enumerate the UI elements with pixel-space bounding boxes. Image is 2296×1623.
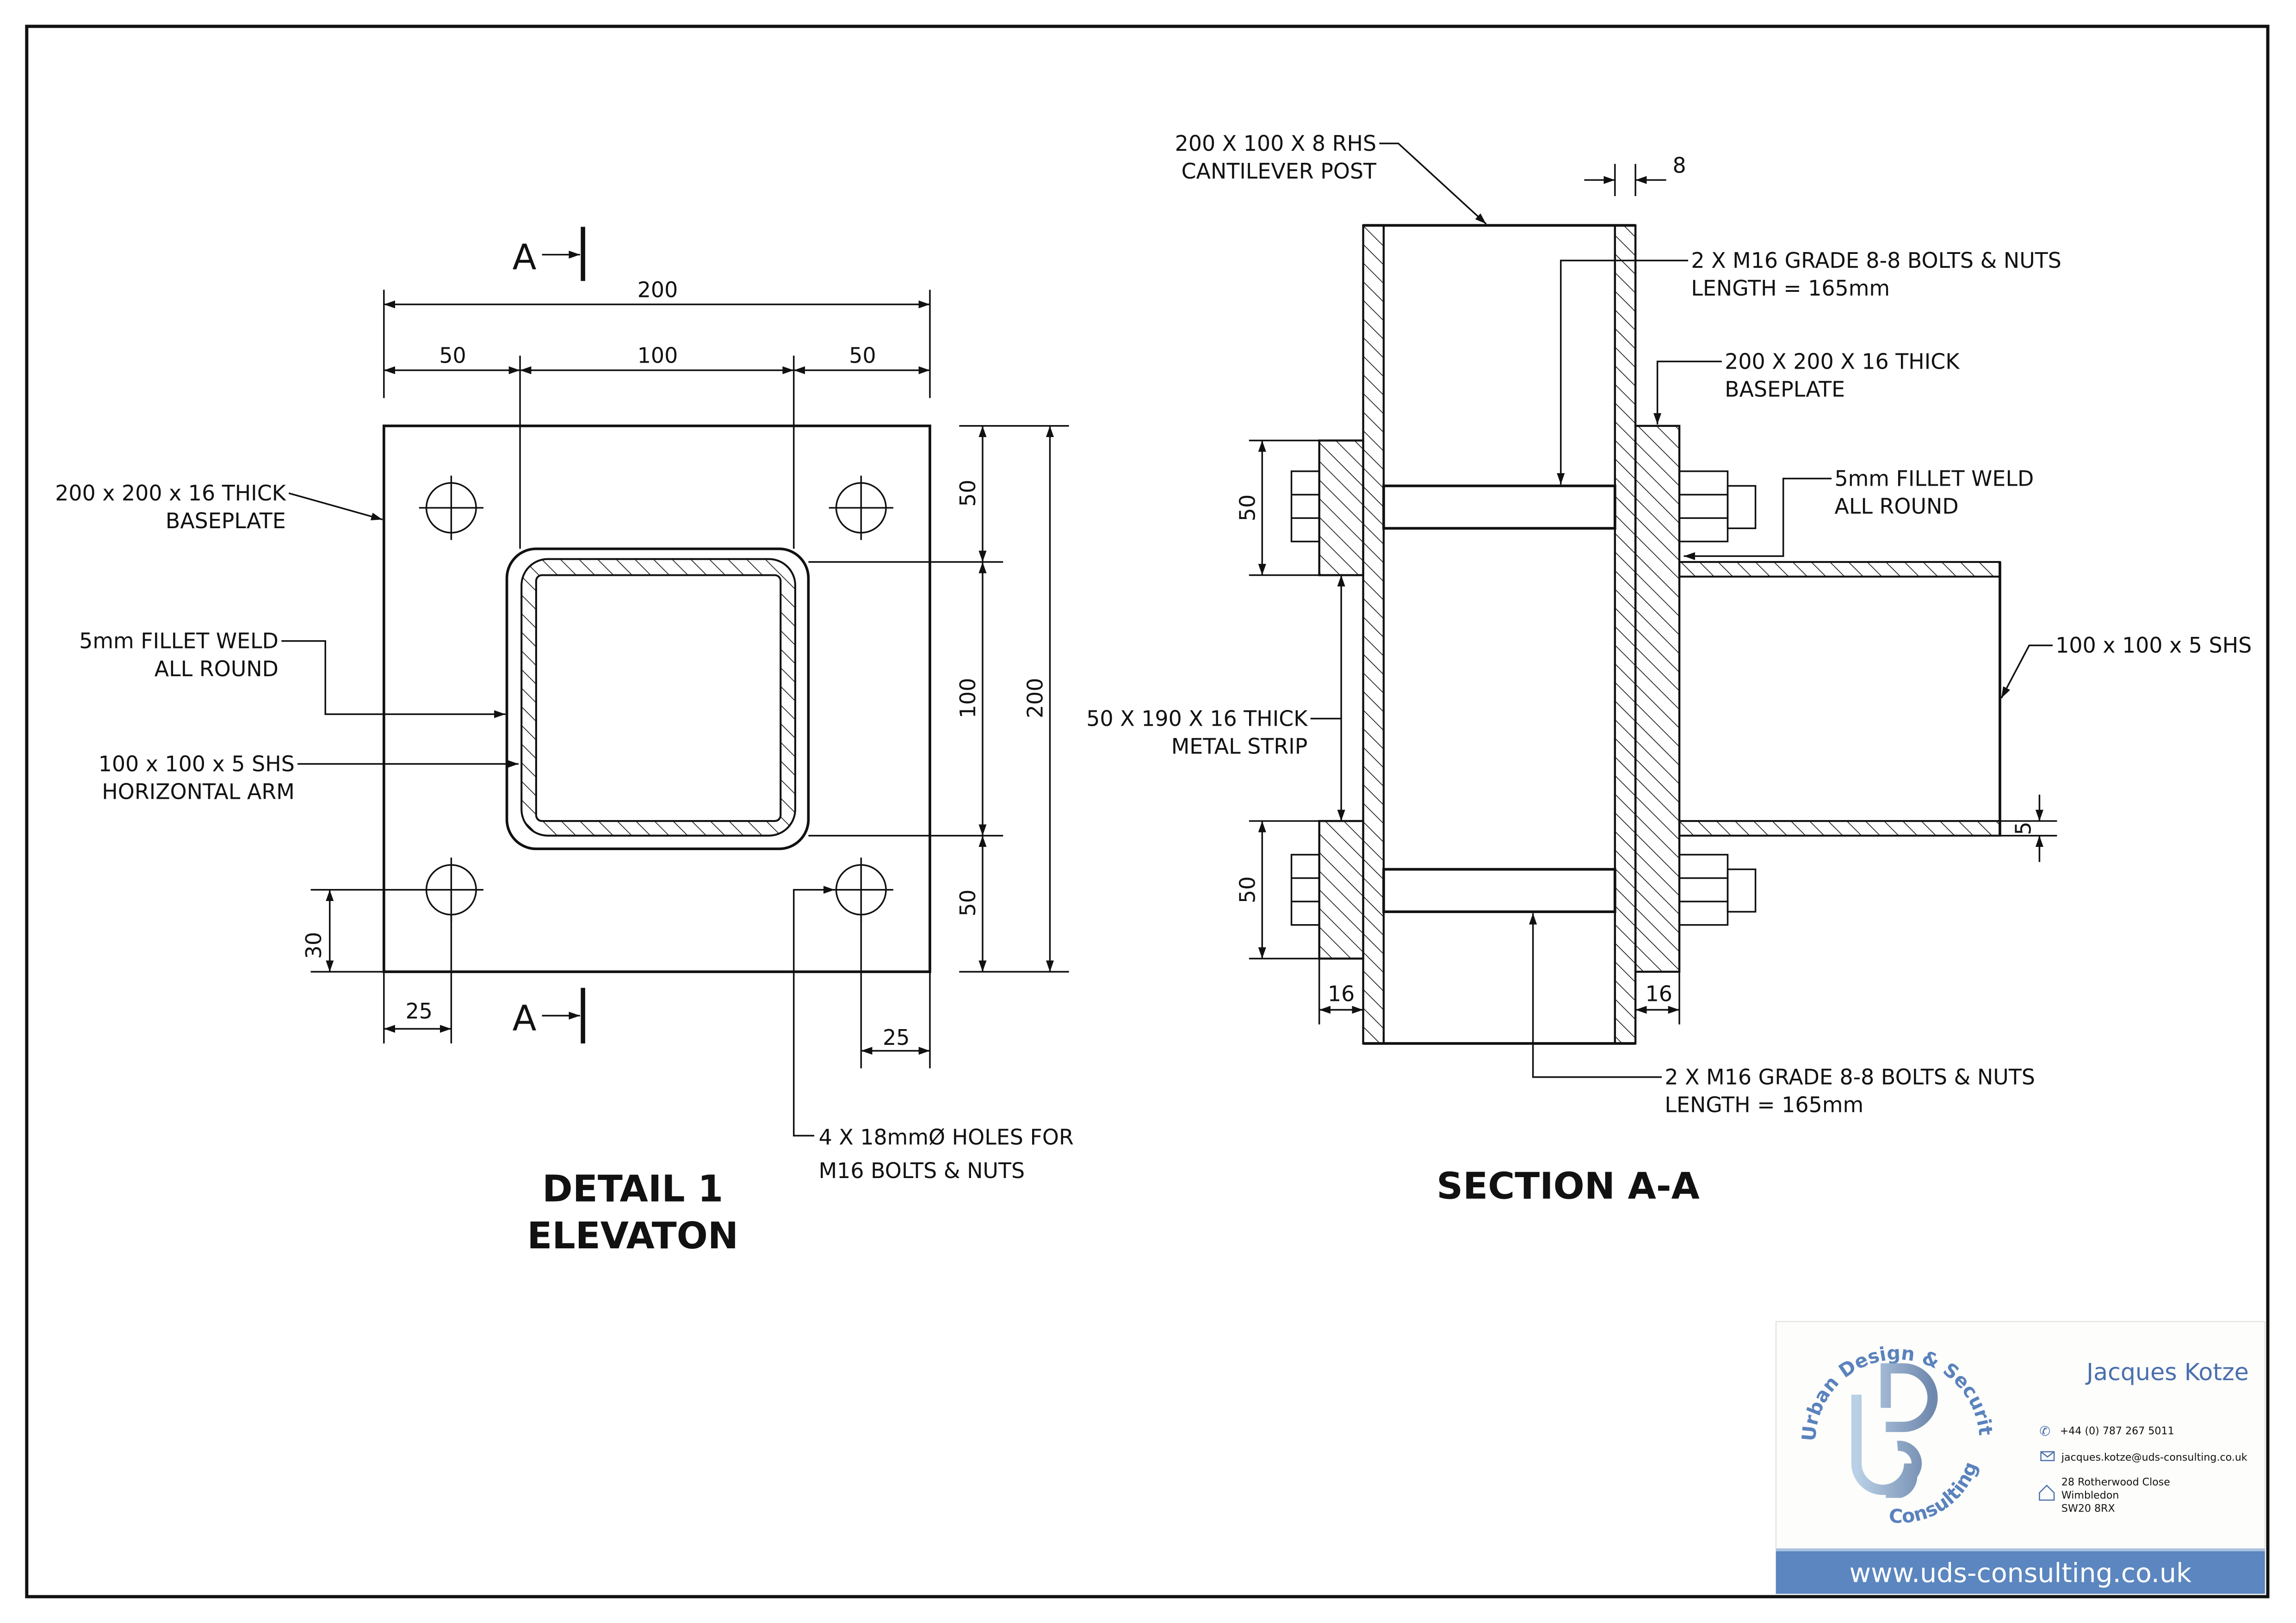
svg-text:5mm FILLET WELD: 5mm FILLET WELD: [1834, 466, 2034, 491]
label-strip: 50 X 190 X 16 THICK METAL STRIP: [1086, 706, 1342, 759]
section-marker-bottom: A: [513, 987, 585, 1044]
label-bolts-top: 2 X M16 GRADE 8-8 BOLTS & NUTS LENGTH = …: [1557, 248, 2061, 485]
baseplate-section: [1634, 425, 1681, 973]
svg-text:5mm FILLET WELD: 5mm FILLET WELD: [79, 629, 278, 654]
dim-right-bottom: 50: [955, 889, 980, 916]
dim-hole-from-bottom: 30: [301, 932, 326, 959]
bolt-bottom: [1290, 854, 1757, 926]
dim-wall: 8: [1672, 153, 1686, 178]
svg-text:BASEPLATE: BASEPLATE: [166, 508, 286, 533]
svg-text:200 X 200 X 16 THICK: 200 X 200 X 16 THICK: [1725, 349, 1960, 374]
svg-text:BASEPLATE: BASEPLATE: [1725, 376, 1845, 401]
shs-arm: [1678, 561, 2001, 837]
svg-text:+44 (0) 787 267 5011: +44 (0) 787 267 5011: [2060, 1425, 2174, 1437]
rhs-post: [1362, 224, 1637, 1045]
section-marker-top: A: [513, 227, 585, 281]
dim-right-top: 50: [955, 480, 980, 506]
svg-text:LENGTH = 165mm: LENGTH = 165mm: [1665, 1092, 1863, 1117]
dim-overall-width: 200: [637, 277, 678, 302]
svg-text:Urban Design & Security: Urban Design & Security: [0, 0, 1997, 1442]
dim-hole-from-right: 25: [883, 1025, 910, 1050]
dimensions: 200 50 100 50 50 100 50 200 30 25 25: [301, 277, 1069, 1068]
website-band: [1776, 1551, 2265, 1594]
dim-shs-wall: 5: [2011, 821, 2036, 835]
label-weld-section: 5mm FILLET WELD ALL ROUND: [1683, 466, 2034, 560]
label-bolts-bottom: 2 X M16 GRADE 8-8 BOLTS & NUTS LENGTH = …: [1529, 913, 2035, 1117]
email-icon: [2040, 1451, 2055, 1462]
bolt-hole: [829, 858, 893, 922]
bolt-holes: [419, 475, 893, 922]
phone-icon: ✆: [2039, 1424, 2050, 1439]
dim-strip-bottom: 50: [1235, 876, 1260, 903]
svg-text:HORIZONTAL ARM: HORIZONTAL ARM: [102, 779, 295, 804]
svg-text:ALL ROUND: ALL ROUND: [155, 656, 278, 681]
svg-text:100 x 100 x 5 SHS: 100 x 100 x 5 SHS: [2055, 633, 2252, 658]
dim-right-middle: 100: [955, 678, 980, 719]
label-shs: 100 x 100 x 5 SHS HORIZONTAL ARM: [99, 751, 519, 804]
label-baseplate: 200 x 200 x 16 THICK BASEPLATE: [55, 481, 383, 533]
svg-text:50 X 190 X 16 THICK: 50 X 190 X 16 THICK: [1086, 706, 1308, 731]
section-dimensions: 8 50 50 16 16 5: [1235, 153, 2057, 1024]
svg-text:A: A: [513, 237, 537, 278]
sheet-border: [25, 25, 2270, 1598]
svg-text:2 X M16 GRADE 8-8 BOLTS & NUTS: 2 X M16 GRADE 8-8 BOLTS & NUTS: [1691, 248, 2061, 273]
dim-plate-thk: 16: [1646, 981, 1672, 1006]
contact-name: Jacques Kotze: [2085, 1358, 2249, 1386]
bolt-hole: [829, 475, 893, 540]
svg-text:2 X M16 GRADE 8-8 BOLTS & NUTS: 2 X M16 GRADE 8-8 BOLTS & NUTS: [1665, 1065, 2035, 1090]
section-a-a: 8 50 50 16 16 5 200 X 100 X 8 RHS CANTIL…: [1086, 131, 2252, 1208]
dim-left-edge: 50: [439, 343, 466, 368]
svg-text:4 X 18mmØ HOLES FOR: 4 X 18mmØ HOLES FOR: [819, 1124, 1074, 1149]
section-title: SECTION A-A: [1436, 1165, 1700, 1207]
svg-text:Wimbledon: Wimbledon: [2061, 1489, 2119, 1501]
dim-hole-from-left: 25: [406, 999, 433, 1024]
svg-text:SW20 8RX: SW20 8RX: [2061, 1503, 2115, 1515]
svg-text:M16 BOLTS & NUTS: M16 BOLTS & NUTS: [819, 1158, 1025, 1183]
bolt-top: [1290, 470, 1757, 543]
svg-text:A: A: [513, 998, 537, 1039]
dim-right-edge: 50: [849, 343, 876, 368]
bolt-hole: [419, 858, 483, 922]
website-link[interactable]: www.uds-consulting.co.uk: [1850, 1558, 2192, 1588]
detail-subtitle: ELEVATON: [527, 1215, 738, 1257]
detail-1-elevation: 200 50 100 50 50 100 50 200 30 25 25 A A…: [55, 227, 1074, 1257]
email-link[interactable]: jacques.kotze@uds-consulting.co.uk: [2061, 1451, 2247, 1463]
svg-text:28 Rotherwood Close: 28 Rotherwood Close: [2061, 1476, 2170, 1488]
metal-strip-bottom: [1318, 820, 1364, 960]
email-row: jacques.kotze@uds-consulting.co.uk: [2040, 1451, 2247, 1463]
label-post: 200 X 100 X 8 RHS CANTILEVER POST: [1175, 131, 1487, 225]
svg-text:200 x 200 x 16 THICK: 200 x 200 x 16 THICK: [55, 481, 287, 506]
label-holes: 4 X 18mmØ HOLES FOR M16 BOLTS & NUTS: [793, 886, 1074, 1183]
svg-text:LENGTH = 165mm: LENGTH = 165mm: [1691, 276, 1890, 301]
home-icon: [2039, 1484, 2055, 1501]
svg-text:METAL STRIP: METAL STRIP: [1171, 734, 1308, 759]
svg-text:ALL ROUND: ALL ROUND: [1834, 494, 1958, 519]
shs-section: [505, 547, 810, 851]
detail-title: DETAIL 1: [542, 1168, 723, 1210]
dim-middle: 100: [637, 343, 678, 368]
dim-strip-thk: 16: [1328, 981, 1355, 1006]
address-row: 28 Rotherwood Close Wimbledon SW20 8RX: [2039, 1476, 2170, 1515]
bolt-hole: [419, 475, 483, 540]
svg-text:CANTILEVER POST: CANTILEVER POST: [1182, 159, 1377, 184]
svg-text:100 x 100 x 5 SHS: 100 x 100 x 5 SHS: [99, 751, 295, 776]
dim-overall-height: 200: [1023, 678, 1048, 719]
metal-strip-top: [1318, 439, 1364, 576]
dim-strip-top: 50: [1235, 494, 1260, 521]
label-baseplate-section: 200 X 200 X 16 THICK BASEPLATE: [1653, 349, 1960, 425]
phone-row: ✆ +44 (0) 787 267 5011: [2039, 1424, 2174, 1439]
company-card: Urban Design & Security Consulting Jacqu…: [0, 0, 2265, 1594]
label-shs-section: 100 x 100 x 5 SHS: [2000, 633, 2252, 699]
baseplate: [382, 424, 931, 973]
svg-text:200 X 100 X 8 RHS: 200 X 100 X 8 RHS: [1175, 131, 1376, 156]
label-weld: 5mm FILLET WELD ALL ROUND: [79, 629, 506, 718]
